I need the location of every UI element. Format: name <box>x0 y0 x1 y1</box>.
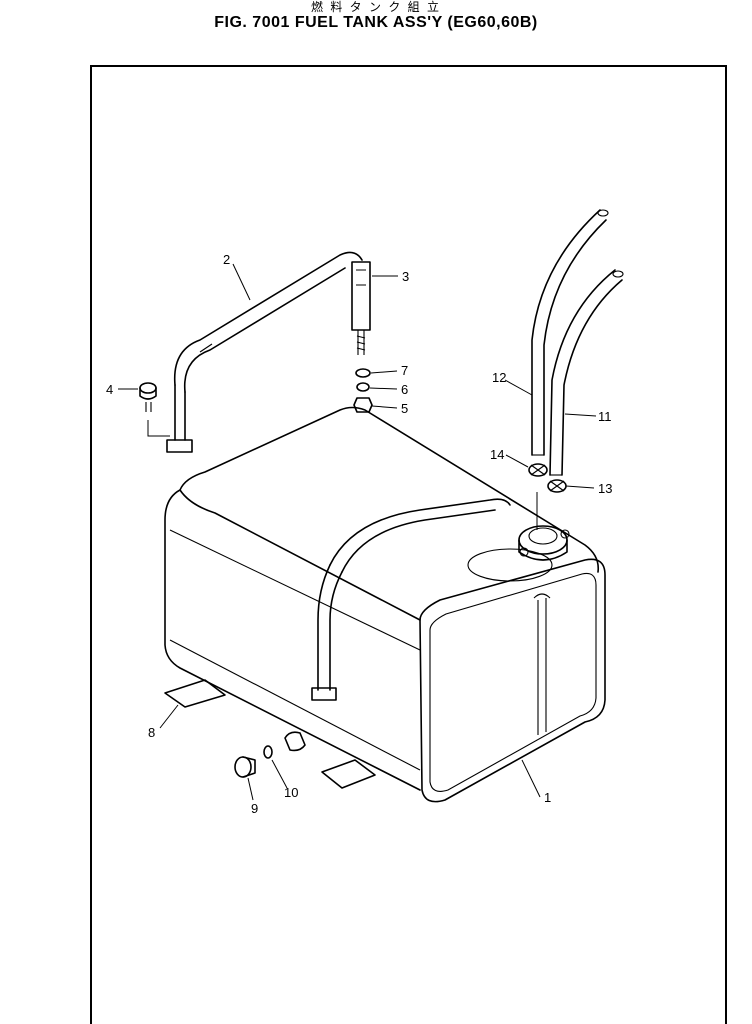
callout-1: 1 <box>544 790 551 805</box>
clamp-13 <box>547 479 567 493</box>
callout-11: 11 <box>598 409 612 424</box>
callout-8: 8 <box>148 725 155 740</box>
pad-8a <box>164 679 226 708</box>
nut-5 <box>353 397 373 413</box>
callout-13: 13 <box>598 481 612 496</box>
callout-2: 2 <box>223 252 230 267</box>
fuel-tank <box>164 406 606 803</box>
strap-bolt <box>351 261 371 355</box>
pad-8b <box>321 759 376 789</box>
drawing-frame <box>90 65 727 1024</box>
filler-cap <box>518 525 570 561</box>
figure-title: FIG. 7001 FUEL TANK ASS'Y (EG60,60B) <box>214 14 538 31</box>
callout-6: 6 <box>401 382 408 397</box>
washer-7 <box>355 368 371 378</box>
callout-5: 5 <box>401 401 408 416</box>
drain-plug <box>234 756 256 778</box>
tank-band-installed <box>311 498 511 701</box>
callout-9: 9 <box>251 801 258 816</box>
callout-3: 3 <box>402 269 409 284</box>
callout-10: 10 <box>284 785 298 800</box>
clamp-14 <box>528 463 548 477</box>
tank-strap <box>166 251 363 453</box>
hose-12 <box>531 209 609 456</box>
hose-11 <box>549 269 624 476</box>
leader-lines <box>118 263 597 801</box>
callout-4: 4 <box>106 382 113 397</box>
japanese-title: 燃 料 タ ン ク 組 立 <box>310 0 441 14</box>
gasket-10 <box>263 745 273 759</box>
callout-12: 12 <box>492 370 506 385</box>
callout-14: 14 <box>490 447 504 462</box>
callout-7: 7 <box>401 363 408 378</box>
spring-washer-6 <box>356 382 370 392</box>
bolt-4 <box>139 382 157 412</box>
